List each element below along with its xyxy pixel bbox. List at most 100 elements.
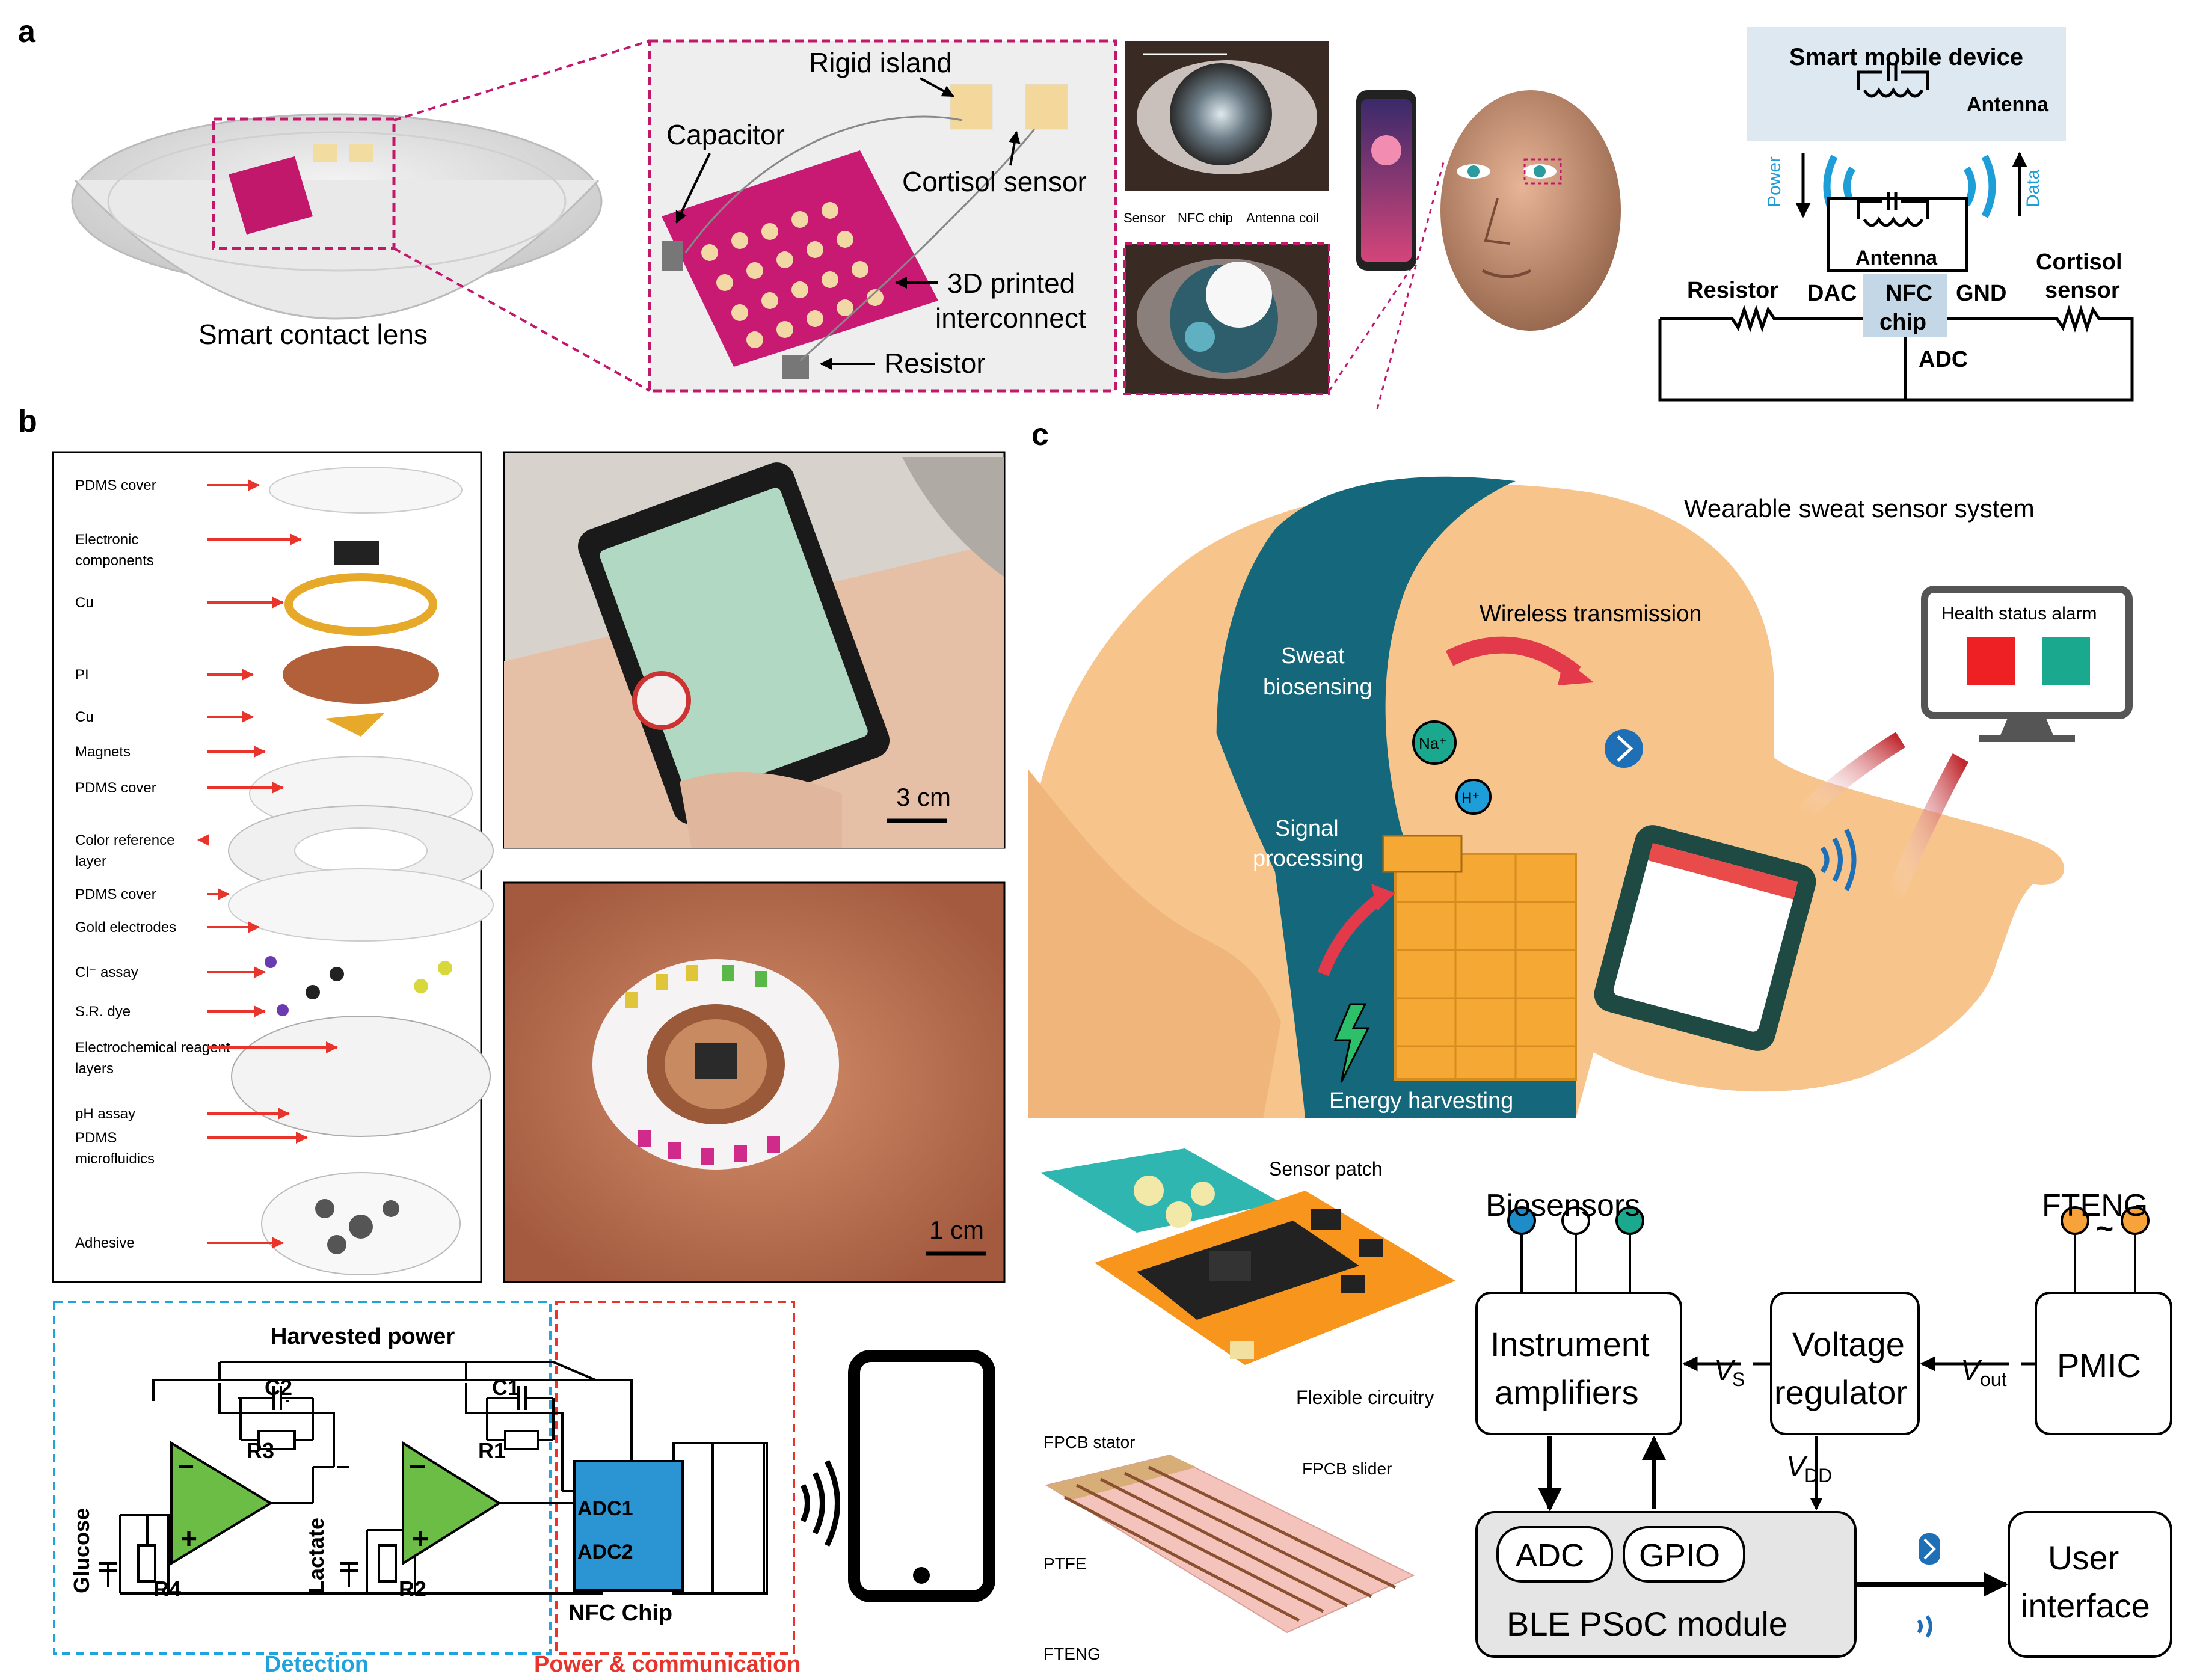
health-monitor-icon [1921, 586, 2133, 742]
layer-label: S.R. dye [75, 1004, 131, 1020]
circuit-cortisol-1: Cortisol [2036, 250, 2122, 275]
label-r4: R4 [153, 1577, 181, 1601]
head-illustration [1440, 90, 1621, 331]
fteng-tilde: ~ [2096, 1212, 2113, 1245]
lens-zoom-box [648, 39, 1117, 393]
label-capacitor: Capacitor [666, 119, 785, 150]
label-biosensors: Biosensors [1486, 1188, 1640, 1223]
layer-label: PDMS cover [75, 886, 156, 903]
circuit-cortisol-2: sensor [2045, 278, 2120, 303]
eye-photo-top [1125, 41, 1329, 191]
layer-label: Electronic [75, 532, 138, 548]
ion-na: Na⁺ [1419, 734, 1447, 752]
label-sweat-2: biosensing [1263, 675, 1372, 700]
label-r2: R2 [399, 1577, 426, 1601]
label-wireless: Wireless transmission [1480, 601, 1702, 627]
label-signal-2: processing [1253, 846, 1363, 871]
label-ptfe: PTFE [1043, 1554, 1087, 1573]
contact-lens-illustration [71, 113, 603, 320]
label-glucose: Glucose [69, 1508, 94, 1593]
label-vout-sub: out [1980, 1369, 2007, 1390]
label-fteng-small: FTENG [1043, 1645, 1101, 1663]
layer-label: Adhesive [75, 1235, 135, 1251]
layer-label: layer [75, 853, 106, 869]
layer-label: pH assay [75, 1106, 135, 1122]
layer-label: PDMS [75, 1130, 117, 1146]
label-adc2: ADC2 [577, 1541, 633, 1563]
sensor-patch-illustration [1040, 1148, 1455, 1365]
label-energy: Energy harvesting [1329, 1088, 1513, 1114]
opamp1-plus: + [180, 1523, 197, 1555]
eye-label-sensor: Sensor [1123, 210, 1166, 225]
phone-on-arm-photo [503, 451, 1006, 849]
label-r1: R1 [478, 1438, 506, 1463]
label-sweat-1: Sweat [1281, 643, 1345, 669]
panel-a-letter: a [18, 14, 36, 49]
sweat-block-diagram [1475, 1206, 2172, 1658]
circuit-dac: DAC [1807, 281, 1857, 306]
label-fpcb-slider: FPCB slider [1302, 1459, 1392, 1478]
label-lactate: Lactate [304, 1518, 328, 1593]
circuit-nfc-1: NFC [1885, 281, 1932, 306]
scale-bar-top: 3 cm [896, 783, 951, 811]
body-illustration [1028, 476, 2065, 1118]
layer-label: Gold electrodes [75, 919, 176, 936]
panel-c-letter: c [1031, 417, 1049, 452]
opamp1-minus: − [177, 1451, 194, 1483]
layer-label: PDMS cover [75, 780, 156, 796]
label-resistor: Resistor [884, 348, 986, 379]
label-instrument-2: amplifiers [1495, 1373, 1639, 1411]
eye-label-nfc: NFC chip [1178, 210, 1233, 225]
layer-label: PDMS cover [75, 477, 156, 494]
label-vs: V [1714, 1355, 1736, 1387]
label-vout: V [1961, 1355, 1982, 1387]
label-ui-1: User [2048, 1539, 2119, 1577]
label-flexible: Flexible circuitry [1296, 1387, 1434, 1408]
layer-label: components [75, 553, 154, 569]
layer-label: Cu [75, 709, 94, 725]
lens-caption: Smart contact lens [198, 319, 428, 350]
patch-on-skin-photo [503, 881, 1006, 1283]
eye-label-antenna: Antenna coil [1246, 210, 1319, 225]
label-c1: C1 [492, 1375, 520, 1400]
sweat-system-title: Wearable sweat sensor system [1684, 494, 2035, 523]
layer-label: PI [75, 667, 89, 683]
exploded-layer-view [52, 451, 494, 1283]
circuit-data: Data [2023, 169, 2043, 207]
layer-label: Cl⁻ assay [75, 964, 138, 981]
label-pmic: PMIC [2057, 1346, 2141, 1384]
label-c2: C2 [265, 1375, 292, 1400]
label-gpio: GPIO [1639, 1537, 1720, 1574]
layer-label: layers [75, 1061, 114, 1077]
detection-circuit [53, 1301, 995, 1655]
circuit-gnd: GND [1956, 281, 2006, 306]
circuit-adc: ADC [1919, 347, 1968, 372]
label-voltage-1: Voltage [1792, 1325, 1905, 1363]
circuit-antenna-bottom: Antenna [1855, 247, 1938, 269]
label-signal-1: Signal [1275, 816, 1339, 841]
layer-label: microfluidics [75, 1151, 155, 1167]
layer-labels: PDMS coverElectroniccomponentsCuPICuMagn… [75, 477, 338, 1251]
label-rigid-island: Rigid island [809, 47, 952, 78]
label-vdd-sub: DD [1804, 1465, 1832, 1486]
label-adc: ADC [1516, 1537, 1584, 1574]
label-power-communication: Power & communication [534, 1652, 801, 1677]
eye-photo-bottom [1123, 242, 1330, 395]
circuit-resistor: Resistor [1687, 278, 1778, 303]
layer-label: Magnets [75, 744, 131, 760]
label-fpcb-stator: FPCB stator [1043, 1433, 1135, 1452]
opamp2-minus: − [409, 1451, 426, 1483]
label-r3: R3 [247, 1438, 274, 1463]
label-vdd: V [1786, 1451, 1808, 1483]
label-detection: Detection [265, 1652, 369, 1677]
label-cortisol-sensor: Cortisol sensor [902, 166, 1087, 197]
label-interconnect-1: 3D printed [947, 268, 1075, 299]
fteng-illustration [1045, 1454, 1415, 1634]
layer-label: Electrochemical reagent [75, 1040, 230, 1056]
ion-h: H⁺ [1461, 790, 1480, 806]
opamp2-plus: + [412, 1523, 429, 1555]
label-adc1: ADC1 [577, 1497, 633, 1520]
circuit-power: Power [1765, 156, 1784, 207]
scale-bar-bottom: 1 cm [929, 1216, 984, 1244]
